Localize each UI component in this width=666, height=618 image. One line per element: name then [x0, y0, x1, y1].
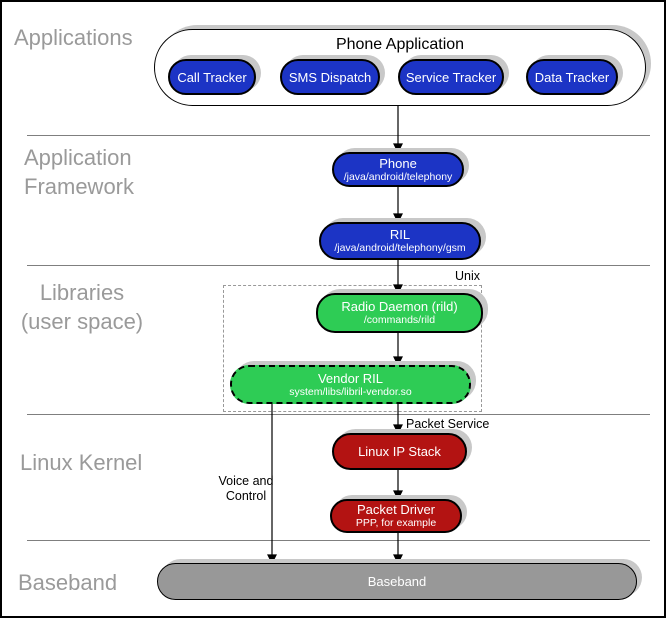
layer-label-libraries-line2: (user space) — [20, 309, 144, 334]
vendor-ril-title: Vendor RIL — [317, 370, 384, 386]
node-call-tracker: Call Tracker — [168, 59, 256, 95]
voice-control-label: Voice and Control — [216, 474, 276, 504]
layer-label-framework-line2: Framework — [24, 174, 135, 199]
arrowhead-baseband-right — [393, 554, 403, 565]
packet-service-label: Packet Service — [406, 417, 490, 431]
unix-label: Unix — [454, 269, 480, 283]
linux-ip-stack-title: Linux IP Stack — [358, 444, 441, 459]
ril-title: RIL — [389, 227, 411, 242]
layer-label-framework-line1: Application — [24, 145, 132, 170]
divider-applications-framework — [27, 135, 650, 136]
voice-control-line2: Control — [225, 489, 267, 503]
node-vendor-ril: Vendor RIL system/libs/libril-vendor.so — [230, 365, 471, 404]
divider-kernel-baseband — [27, 540, 650, 541]
unix-dashed-box — [223, 285, 482, 412]
arrowhead-phone — [393, 143, 403, 154]
data-tracker-label: Data Tracker — [534, 69, 610, 85]
layer-label-kernel-text: Linux Kernel — [20, 450, 143, 475]
phone-subtitle: /java/android/telephony — [343, 170, 453, 183]
layer-label-applications-text: Applications — [14, 25, 133, 50]
node-packet-driver: Packet Driver PPP, for example — [330, 499, 462, 533]
arrowhead-baseband-left — [267, 554, 277, 565]
arrowhead-packetdriver — [393, 490, 403, 501]
node-linux-ip-stack: Linux IP Stack — [332, 433, 467, 470]
layer-label-baseband: Baseband — [18, 568, 117, 597]
phone-application-title: Phone Application — [335, 36, 465, 53]
node-ril: RIL /java/android/telephony/gsm — [319, 222, 481, 260]
layer-label-applications: Applications — [14, 23, 133, 52]
vendor-ril-subtitle: system/libs/libril-vendor.so — [289, 385, 412, 398]
baseband-bar-title: Baseband — [367, 574, 427, 589]
layer-label-libraries-line1: Libraries — [39, 280, 125, 305]
divider-libraries-kernel — [27, 414, 650, 415]
phone-title: Phone — [379, 155, 417, 171]
ril-subtitle: /java/android/telephony/gsm — [334, 242, 466, 254]
service-tracker-label: Service Tracker — [405, 69, 497, 85]
arrowhead-ril — [393, 213, 403, 224]
layer-label-baseband-text: Baseband — [18, 570, 118, 595]
sms-dispatch-label: SMS Dispatch — [288, 69, 372, 85]
node-data-tracker: Data Tracker — [526, 59, 618, 95]
divider-framework-libraries — [27, 265, 650, 266]
node-radio-daemon: Radio Daemon (rild) /commands/rild — [316, 293, 483, 333]
packet-driver-subtitle: PPP, for example — [355, 517, 437, 529]
call-tracker-label: Call Tracker — [177, 69, 247, 85]
node-phone: Phone /java/android/telephony — [332, 152, 464, 187]
radio-daemon-subtitle: /commands/rild — [363, 314, 436, 326]
arrowhead-ipstack — [393, 424, 403, 435]
node-baseband: Baseband — [157, 563, 637, 600]
radio-daemon-title: Radio Daemon (rild) — [341, 299, 458, 314]
packet-driver-title: Packet Driver — [356, 502, 436, 517]
layer-label-linux-kernel: Linux Kernel — [20, 448, 142, 477]
layer-label-application-framework: Application Framework — [24, 143, 134, 201]
node-service-tracker: Service Tracker — [398, 59, 504, 95]
node-sms-dispatch: SMS Dispatch — [280, 59, 380, 95]
layer-label-libraries: Libraries (user space) — [7, 278, 157, 336]
voice-control-line1: Voice and — [218, 474, 274, 488]
